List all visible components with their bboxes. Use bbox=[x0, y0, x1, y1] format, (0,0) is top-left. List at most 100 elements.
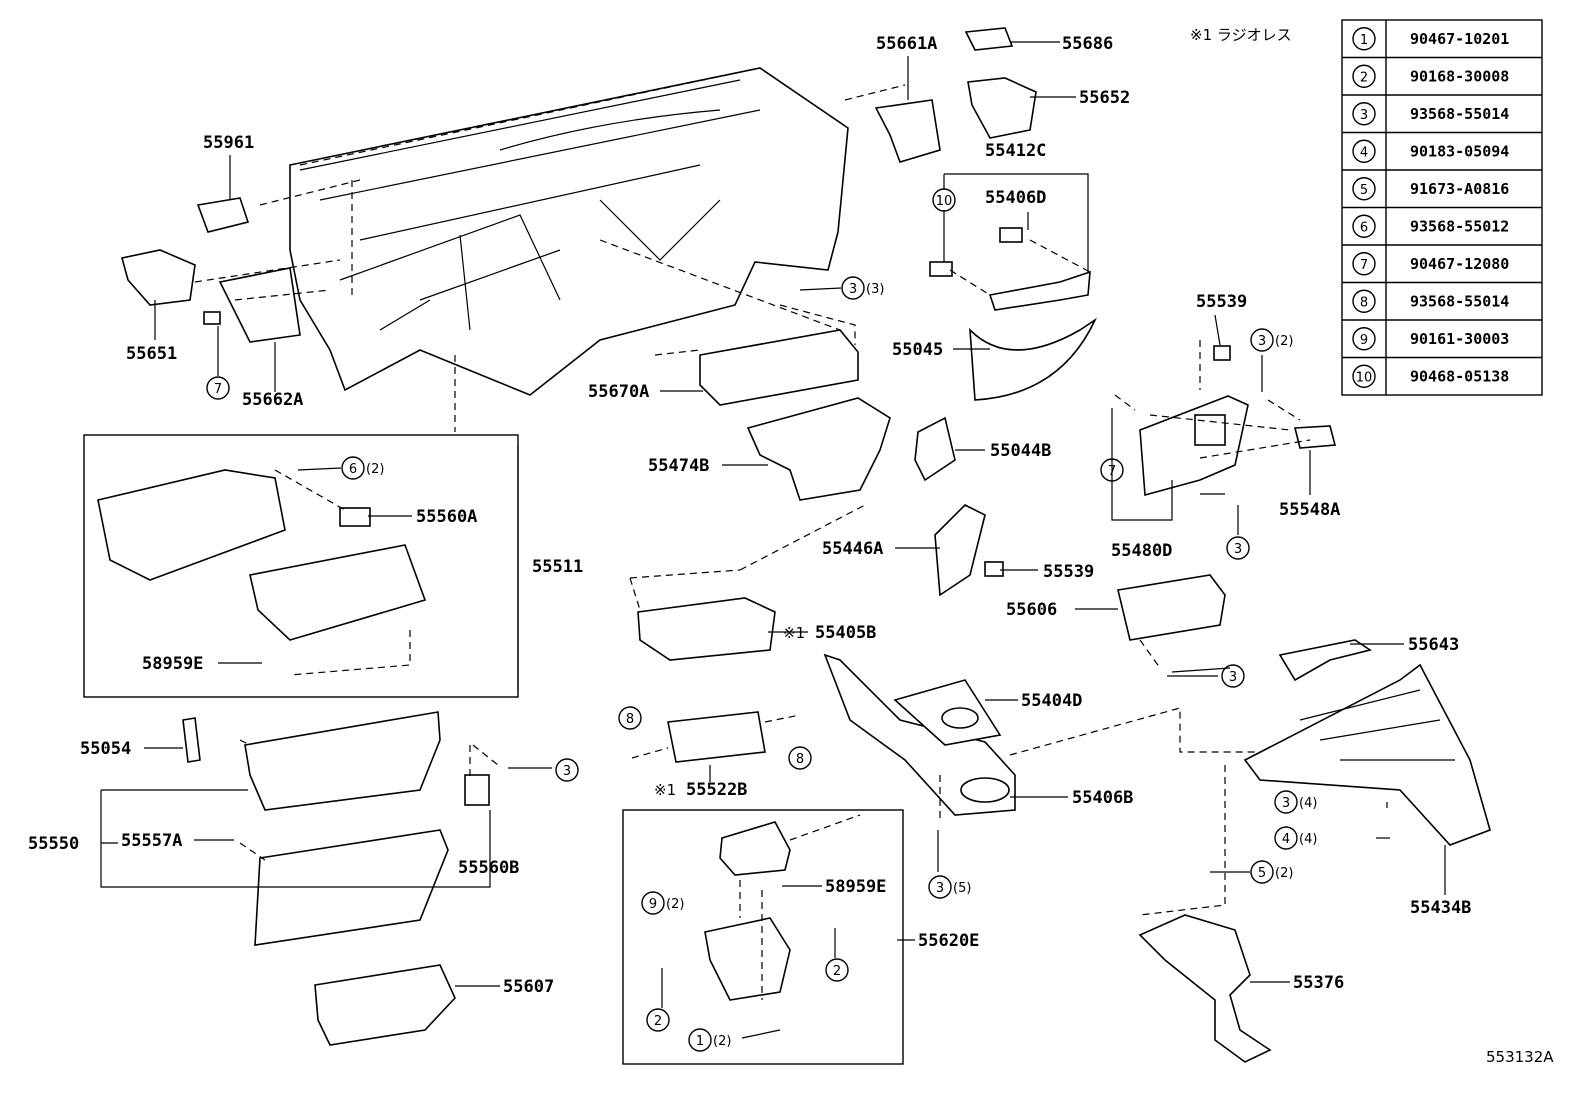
label-55406D: 55406D bbox=[985, 188, 1046, 208]
qty-5-a: (2) bbox=[1275, 866, 1293, 881]
parts-table-number: 5 bbox=[1360, 183, 1368, 198]
label-55662A: 55662A bbox=[242, 390, 303, 410]
label-58959Ea: 58959E bbox=[142, 654, 203, 674]
parts-table-part-number: 90467-10201 bbox=[1410, 30, 1509, 48]
parts-table-part-number: 90168-30008 bbox=[1410, 67, 1509, 85]
svg-text:3: 3 bbox=[849, 282, 857, 297]
svg-text:5: 5 bbox=[1258, 866, 1266, 881]
callout-6-a: 6 bbox=[341, 456, 365, 480]
radioless-mark-55522B: ※1 bbox=[654, 781, 676, 799]
label-55405B: 55405B bbox=[815, 623, 876, 643]
part-55511-door-shape bbox=[249, 544, 427, 641]
parts-table-row: 5 91673-A0816 bbox=[1352, 177, 1509, 201]
part-55607-shape bbox=[314, 964, 456, 1046]
parts-table-number: 9 bbox=[1360, 333, 1368, 348]
callout-3-e: 3 bbox=[555, 758, 579, 782]
label-55560B: 55560B bbox=[458, 858, 519, 878]
label-55670A: 55670A bbox=[588, 382, 649, 402]
parts-table-part-number: 90468-05138 bbox=[1410, 367, 1509, 385]
svg-text:8: 8 bbox=[796, 752, 804, 767]
label-55550: 55550 bbox=[28, 834, 79, 854]
part-55054-shape bbox=[182, 717, 201, 763]
part-55045-shape bbox=[969, 317, 1097, 401]
part-55522B-shape bbox=[667, 711, 766, 763]
qty-6-a: (2) bbox=[366, 462, 384, 477]
parts-table-row: 9 90161-30003 bbox=[1352, 327, 1509, 351]
label-55412C: 55412C bbox=[985, 141, 1046, 161]
svg-text:10: 10 bbox=[936, 194, 953, 209]
clip-7-shape bbox=[203, 311, 221, 325]
callouts: 3 (3) 7 10 3 (2) 6 (2) 7 3 3 8 8 3 3 (5)… bbox=[206, 188, 1317, 1052]
qty-3-a: (3) bbox=[866, 282, 884, 297]
clip-55560A-shape bbox=[339, 507, 371, 527]
label-55557A: 55557A bbox=[121, 831, 182, 851]
callout-3-d: 3 bbox=[1221, 664, 1245, 688]
parts-table-part-number: 90161-30003 bbox=[1410, 330, 1509, 348]
callout-3-f: 3 bbox=[928, 875, 952, 899]
callout-9-a: 9 bbox=[641, 891, 665, 915]
label-55539b: 55539 bbox=[1043, 562, 1094, 582]
part-55661A-shape bbox=[874, 99, 941, 163]
parts-table-part-number: 91673-A0816 bbox=[1410, 180, 1509, 198]
label-55434B: 55434B bbox=[1410, 898, 1471, 918]
part-55961-shape bbox=[196, 197, 250, 233]
part-55652-shape bbox=[967, 77, 1037, 139]
svg-text:7: 7 bbox=[1108, 464, 1116, 479]
part-55446A-shape bbox=[934, 504, 986, 597]
qty-3-g: (4) bbox=[1299, 796, 1317, 811]
qty-9-a: (2) bbox=[666, 897, 684, 912]
part-shapes bbox=[97, 27, 1491, 1063]
part-55548A-shape bbox=[1293, 425, 1337, 449]
label-55376: 55376 bbox=[1293, 973, 1344, 993]
callout-5-a: 5 bbox=[1250, 860, 1274, 884]
svg-text:3: 3 bbox=[936, 881, 944, 896]
part-55550-housing-shape bbox=[244, 711, 441, 811]
label-55474B: 55474B bbox=[648, 456, 709, 476]
parts-table-number: 7 bbox=[1360, 258, 1368, 273]
part-55662A-shape bbox=[218, 267, 301, 343]
clip-55539b-shape bbox=[984, 561, 1004, 577]
clip-55560B-shape bbox=[464, 774, 490, 806]
part-55643-shape bbox=[1278, 639, 1372, 682]
svg-text:9: 9 bbox=[649, 897, 657, 912]
label-55606: 55606 bbox=[1006, 600, 1057, 620]
label-55054: 55054 bbox=[80, 739, 131, 759]
part-55376-shape bbox=[1138, 914, 1272, 1063]
group-box-55620E bbox=[622, 809, 904, 1065]
callout-7-a: 7 bbox=[206, 376, 230, 400]
label-55446A: 55446A bbox=[822, 539, 883, 559]
callout-3-a: 3 bbox=[841, 276, 865, 300]
part-55606-shape bbox=[1117, 574, 1226, 641]
label-55522B: 55522B bbox=[686, 780, 747, 800]
label-55480D: 55480D bbox=[1111, 541, 1172, 561]
label-55661A: 55661A bbox=[876, 34, 937, 54]
parts-table-number: 10 bbox=[1356, 370, 1373, 385]
part-55434B-shape bbox=[1243, 663, 1491, 846]
part-55412C-shape bbox=[988, 270, 1091, 311]
callout-7-b: 7 bbox=[1100, 458, 1124, 482]
label-55651: 55651 bbox=[126, 344, 177, 364]
parts-table-row: 10 90468-05138 bbox=[1352, 364, 1509, 388]
callout-8-b: 8 bbox=[788, 746, 812, 770]
callout-4-a: 4 bbox=[1274, 826, 1298, 850]
figure-code: 553132A bbox=[1486, 1048, 1554, 1066]
qty-4-a: (4) bbox=[1299, 832, 1317, 847]
label-55686: 55686 bbox=[1062, 34, 1113, 54]
notes: ※1 ラジオレス ※1 ※1 553132A bbox=[654, 26, 1554, 1066]
clip-55539-shape bbox=[1213, 345, 1231, 361]
svg-text:6: 6 bbox=[349, 462, 357, 477]
svg-text:2: 2 bbox=[833, 964, 841, 979]
label-55539a: 55539 bbox=[1196, 292, 1247, 312]
label-55548A: 55548A bbox=[1279, 500, 1340, 520]
label-55511: 55511 bbox=[532, 557, 583, 577]
parts-table-part-number: 93568-55014 bbox=[1410, 105, 1509, 123]
parts-table-number: 6 bbox=[1360, 220, 1368, 235]
parts-table-part-number: 93568-55012 bbox=[1410, 217, 1509, 235]
svg-text:2: 2 bbox=[654, 1014, 662, 1029]
svg-text:8: 8 bbox=[626, 712, 634, 727]
parts-table-row: 6 93568-55012 bbox=[1352, 214, 1509, 238]
part-55686-shape bbox=[964, 27, 1014, 51]
